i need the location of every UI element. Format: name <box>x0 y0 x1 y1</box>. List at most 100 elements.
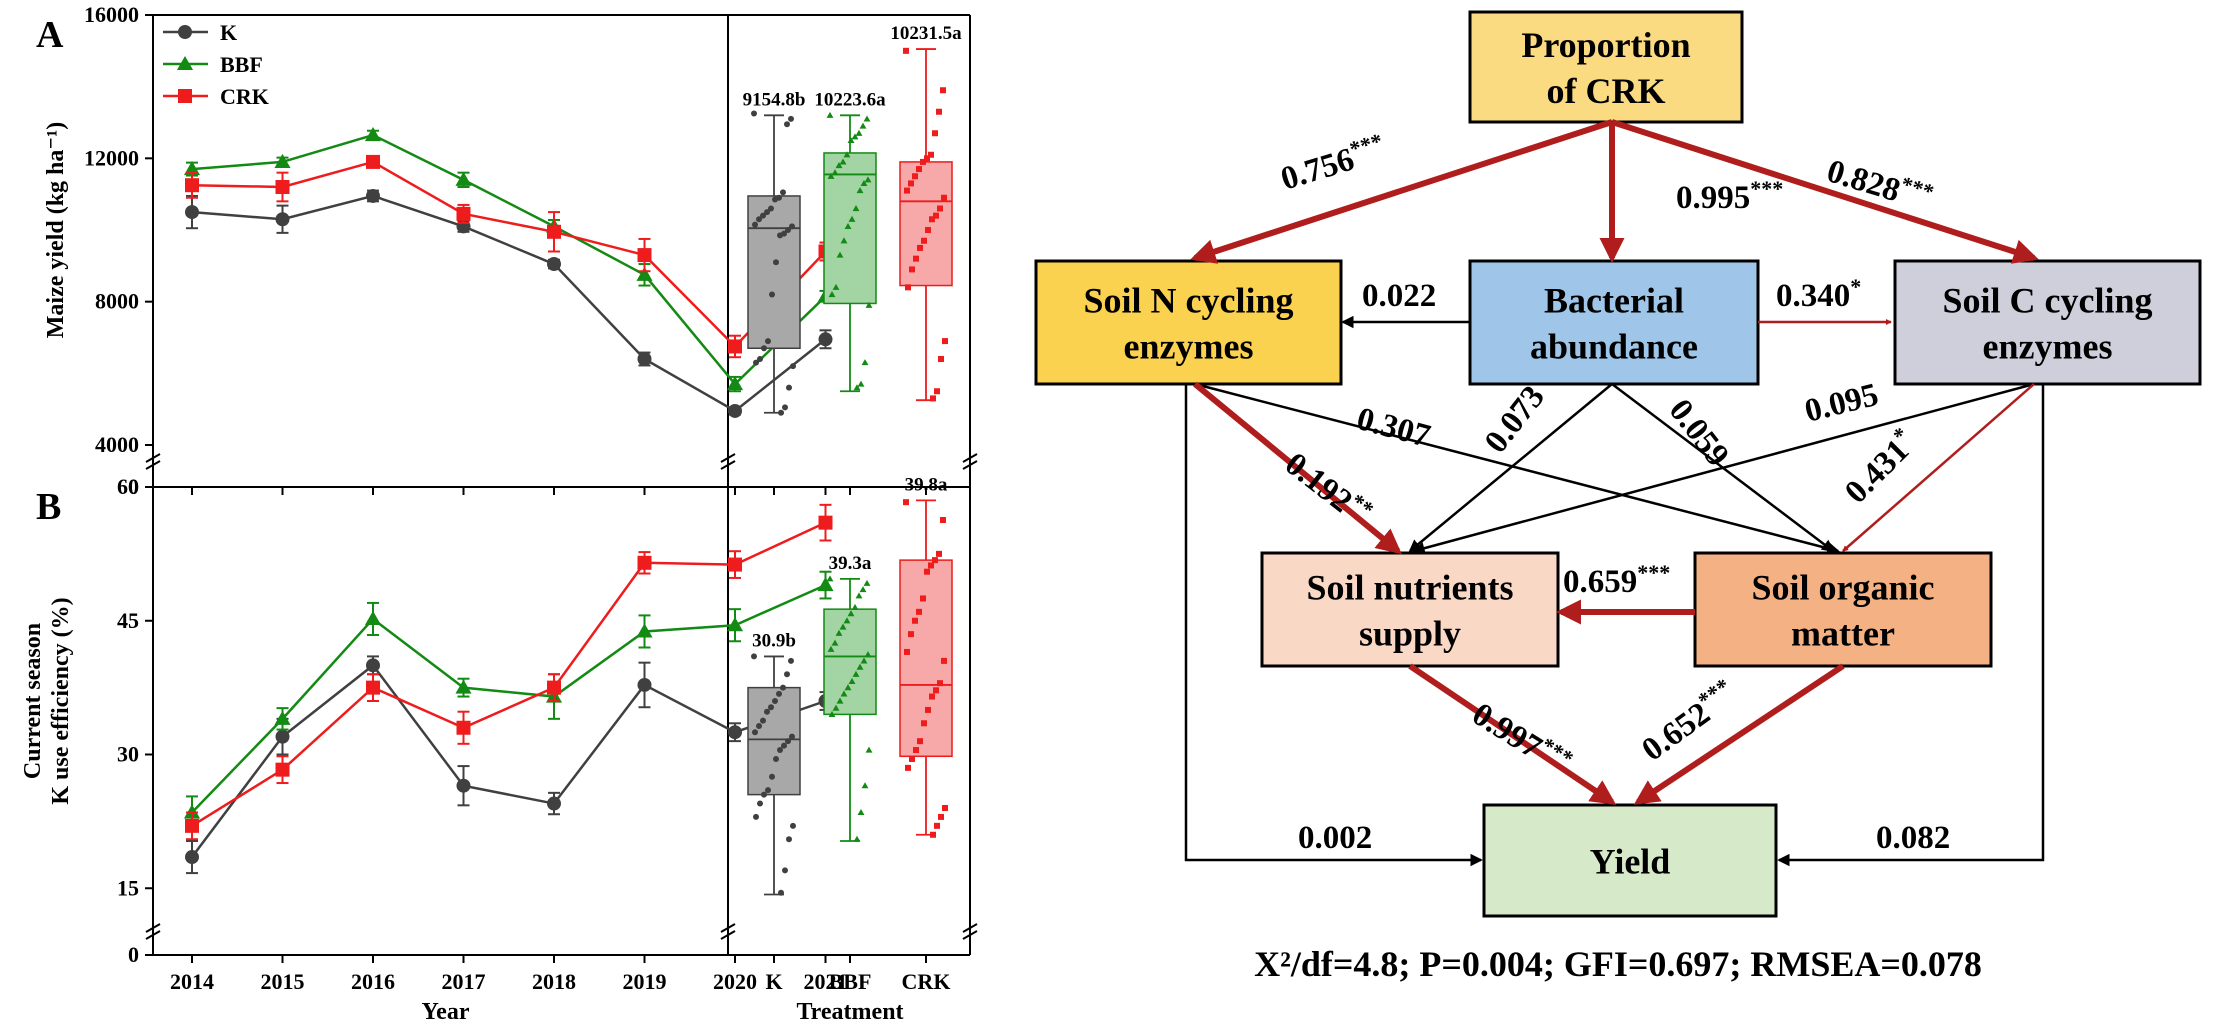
path-arrow-crk-cce <box>1611 119 2039 264</box>
jitter-point <box>937 680 943 687</box>
y-tick-label: 30 <box>117 742 139 767</box>
jitter-point <box>909 266 915 273</box>
jitter-point <box>784 671 790 678</box>
jitter-point <box>782 404 788 411</box>
jitter-point <box>785 227 791 233</box>
data-point <box>364 610 382 626</box>
panel-label: B <box>36 486 61 528</box>
path-coefficient: 0.095 <box>1801 377 1882 430</box>
node-box-yld <box>1482 803 1778 918</box>
data-point <box>366 680 380 695</box>
path-coefficient: 0.995*** <box>1676 176 1783 216</box>
path-arrow-nce-som <box>1194 382 1840 555</box>
y-axis-break-mark <box>145 930 161 940</box>
jitter-point <box>940 87 946 94</box>
jitter-point <box>769 291 775 298</box>
jitter-point <box>932 557 938 564</box>
x-tick-label: 2014 <box>170 969 214 994</box>
model-fit-statistics: X²/df=4.8; P=0.004; GFI=0.697; RMSEA=0.0… <box>1254 944 1982 984</box>
jitter-point <box>781 742 787 749</box>
jitter-point <box>864 651 872 658</box>
box-iqr <box>747 195 801 349</box>
data-point <box>636 266 653 281</box>
jitter-point <box>908 631 914 638</box>
jitter-point <box>859 122 867 129</box>
data-point <box>636 623 653 638</box>
legend-marker <box>176 55 194 71</box>
path-coefficient: 0.652*** <box>1633 673 1743 768</box>
y-axis-title: Current season <box>20 623 46 779</box>
jitter-point <box>920 158 926 165</box>
jitter-point <box>847 136 855 144</box>
data-point <box>275 729 290 744</box>
jitter-point <box>756 216 762 223</box>
y-tick-label: 45 <box>117 608 139 633</box>
jitter-point <box>856 187 864 194</box>
jitter-point <box>929 693 935 700</box>
frame-break-mark <box>962 923 978 933</box>
series-line <box>191 521 827 827</box>
jitter-point <box>930 395 936 402</box>
y-axis-title: Maize yield (kg ha⁻¹) <box>43 122 69 339</box>
node-label-som: Soil organic <box>1751 568 1934 608</box>
node-label-crk: of CRK <box>1547 71 1666 111</box>
y-tick-label: 4000 <box>95 432 139 457</box>
jitter-point <box>760 717 766 724</box>
jitter-point <box>840 690 848 697</box>
jitter-point <box>757 800 763 807</box>
jitter-point <box>773 755 779 762</box>
jitter-point <box>788 657 794 664</box>
jitter-point <box>753 359 759 366</box>
series-line <box>191 133 827 386</box>
box-iqr <box>899 161 953 287</box>
jitter-point <box>839 623 847 630</box>
jitter-point <box>826 111 834 118</box>
jitter-point <box>778 409 784 416</box>
jitter-point <box>832 283 840 290</box>
jitter-point <box>932 130 938 137</box>
jitter-point <box>925 227 931 233</box>
y-tick-label: 60 <box>117 474 139 499</box>
jitter-point <box>757 356 763 362</box>
jitter-point <box>917 244 923 251</box>
jitter-point <box>826 575 834 582</box>
path-arrow-cce-nut <box>1412 382 2035 555</box>
path-coefficient: 0.307 <box>1353 401 1434 455</box>
jitter-point <box>785 738 791 745</box>
jitter-point <box>934 822 940 829</box>
y-axis-break-mark <box>145 460 161 470</box>
jitter-point <box>909 755 915 762</box>
node-label-nce: enzymes <box>1124 327 1254 367</box>
jitter-point <box>851 603 859 610</box>
jitter-point <box>940 516 946 523</box>
jitter-point <box>865 301 873 308</box>
data-point <box>183 804 201 819</box>
jitter-point <box>784 121 790 128</box>
jitter-point <box>929 216 935 223</box>
jitter-point <box>859 586 867 593</box>
jitter-point <box>865 746 873 753</box>
jitter-point <box>917 738 923 745</box>
jitter-point <box>836 697 844 704</box>
data-point <box>547 257 561 272</box>
node-label-nut: Soil nutrients <box>1306 568 1513 608</box>
jitter-point <box>853 384 861 391</box>
jitter-point <box>855 129 863 136</box>
jitter-point <box>790 363 796 370</box>
jitter-point <box>788 115 794 122</box>
jitter-point <box>930 831 936 838</box>
divider-break-mark <box>720 460 736 470</box>
jitter-point <box>861 782 869 789</box>
jitter-point <box>903 499 909 506</box>
jitter-point <box>863 579 871 586</box>
y-tick-label: 12000 <box>84 145 139 170</box>
jitter-point <box>924 155 930 162</box>
jitter-point <box>752 221 758 228</box>
data-point <box>728 339 742 354</box>
jitter-point <box>764 708 770 715</box>
jitter-point <box>765 338 771 345</box>
jitter-point <box>903 47 909 54</box>
jitter-point <box>832 704 840 711</box>
y-axis-break-mark <box>145 923 161 933</box>
